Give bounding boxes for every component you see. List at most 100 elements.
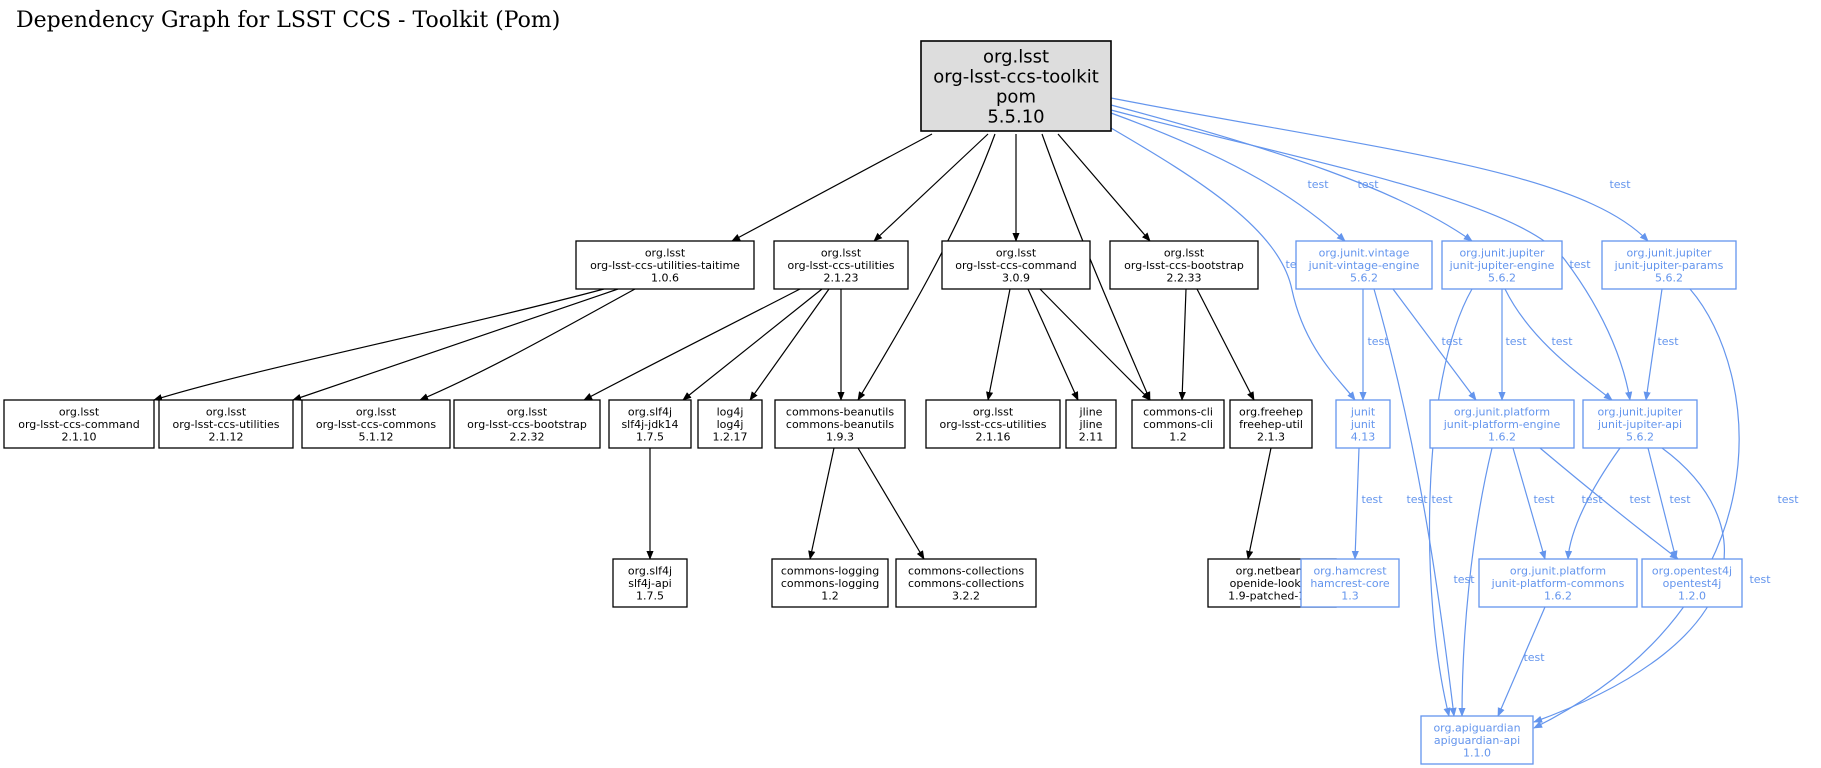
node-line: 5.6.2	[1626, 430, 1654, 443]
edge-vintage-to-apiguardian: test	[1373, 288, 1457, 717]
edge-line	[682, 288, 823, 401]
edge-line	[749, 288, 830, 401]
edge-platcommons-to-apiguardian: test	[1497, 606, 1546, 717]
node-line: 1.7.5	[636, 589, 664, 602]
node-box	[1429, 399, 1575, 449]
node-line: org.hamcrest	[1313, 564, 1387, 577]
node-line: org.lsst	[973, 405, 1014, 418]
node-jupeng[interactable]: org.junit.jupiterjunit-jupiter-engine5.6…	[1441, 240, 1563, 290]
edge-platengine-to-platcommons: test	[1512, 447, 1555, 560]
node-line: apiguardian-api	[1434, 734, 1520, 747]
node-box	[1295, 240, 1433, 290]
edge-label: test	[1551, 335, 1573, 348]
node-line: 1.3	[1341, 589, 1359, 602]
node-line: jline	[1079, 418, 1103, 431]
edge-utilities-to-slf4jjdk	[682, 288, 823, 401]
edge-line	[1643, 288, 1663, 401]
edge-label: test	[1505, 335, 1527, 348]
node-line: org-lsst-ccs-utilities	[940, 418, 1047, 431]
edge-taitime-to-util2112	[292, 288, 619, 401]
node-line: 1.9-patched-1.0	[1228, 589, 1316, 602]
node-box	[1109, 240, 1259, 290]
node-box	[1300, 558, 1400, 608]
node-line: 1.6.2	[1544, 589, 1572, 602]
node-line: 5.1.12	[359, 430, 394, 443]
node-platengine[interactable]: org.junit.platformjunit-platform-engine1…	[1429, 399, 1575, 449]
node-line: 2.1.10	[62, 430, 97, 443]
edge-label: test	[1361, 493, 1383, 506]
node-box	[1582, 399, 1698, 449]
edge-taitime-to-cmd2110	[153, 288, 605, 402]
edge-label: test	[1749, 573, 1771, 586]
node-box	[1065, 399, 1117, 449]
node-line: 1.1.0	[1463, 746, 1491, 759]
node-line: openide-lookup	[1230, 577, 1315, 590]
node-box	[920, 40, 1112, 132]
node-line: 2.1.12	[209, 430, 244, 443]
edge-line	[986, 288, 1011, 401]
node-line: org-lsst-ccs-bootstrap	[467, 418, 587, 431]
edge-platengine-to-apiguardian: test	[1453, 447, 1493, 717]
node-line: freehep-util	[1239, 418, 1303, 431]
edge-line	[1497, 606, 1546, 717]
node-line: slf4j-api	[628, 577, 671, 590]
edge-jupeng-to-jupapi: test	[1504, 288, 1613, 401]
edge-label: test	[1441, 335, 1463, 348]
node-box	[1601, 240, 1737, 290]
node-line: org.junit.platform	[1454, 405, 1550, 418]
edge-label: test	[1357, 178, 1379, 191]
edge-jupapi-to-opentest4j: test	[1647, 447, 1691, 560]
node-line: org.lsst	[1164, 246, 1205, 259]
edge-line	[1504, 288, 1613, 401]
node-line: org.freehep	[1239, 405, 1303, 418]
node-collections[interactable]: commons-collectionscommons-collections3.…	[895, 558, 1037, 608]
edge-line	[857, 447, 925, 560]
edge-line	[1458, 447, 1493, 717]
node-line: commons-logging	[781, 564, 879, 577]
node-line: junit	[1350, 405, 1376, 418]
node-line: junit	[1350, 418, 1376, 431]
node-line: junit-platform-engine	[1443, 418, 1561, 431]
node-platcommons[interactable]: org.junit.platformjunit-platform-commons…	[1478, 558, 1638, 608]
node-line: 5.6.2	[1350, 271, 1378, 284]
node-jupparams[interactable]: org.junit.jupiterjunit-jupiter-params5.6…	[1601, 240, 1737, 290]
node-line: commons-beanutils	[786, 418, 894, 431]
edge-root-to-utilities	[873, 133, 989, 242]
node-line: 1.9.3	[826, 430, 854, 443]
node-line: org-lsst-ccs-utilities-taitime	[590, 259, 740, 272]
node-vintage[interactable]: org.junit.vintagejunit-vintage-engine5.6…	[1295, 240, 1433, 290]
edge-root-to-jupapi: test	[1110, 109, 1633, 401]
edge-line	[1512, 447, 1547, 560]
node-line: org-lsst-ccs-utilities	[788, 259, 895, 272]
node-box	[1478, 558, 1638, 608]
edge-jupparams-to-apiguardian: test	[1533, 288, 1799, 729]
node-box	[453, 399, 601, 449]
edge-command-to-jline	[1027, 288, 1079, 401]
edge-command-to-util2116	[986, 288, 1011, 401]
node-taitime[interactable]: org.lsstorg-lsst-ccs-utilities-taitime1.…	[575, 240, 755, 290]
node-line: org.junit.jupiter	[1597, 405, 1683, 418]
edge-taitime-to-commons5112	[419, 288, 636, 401]
